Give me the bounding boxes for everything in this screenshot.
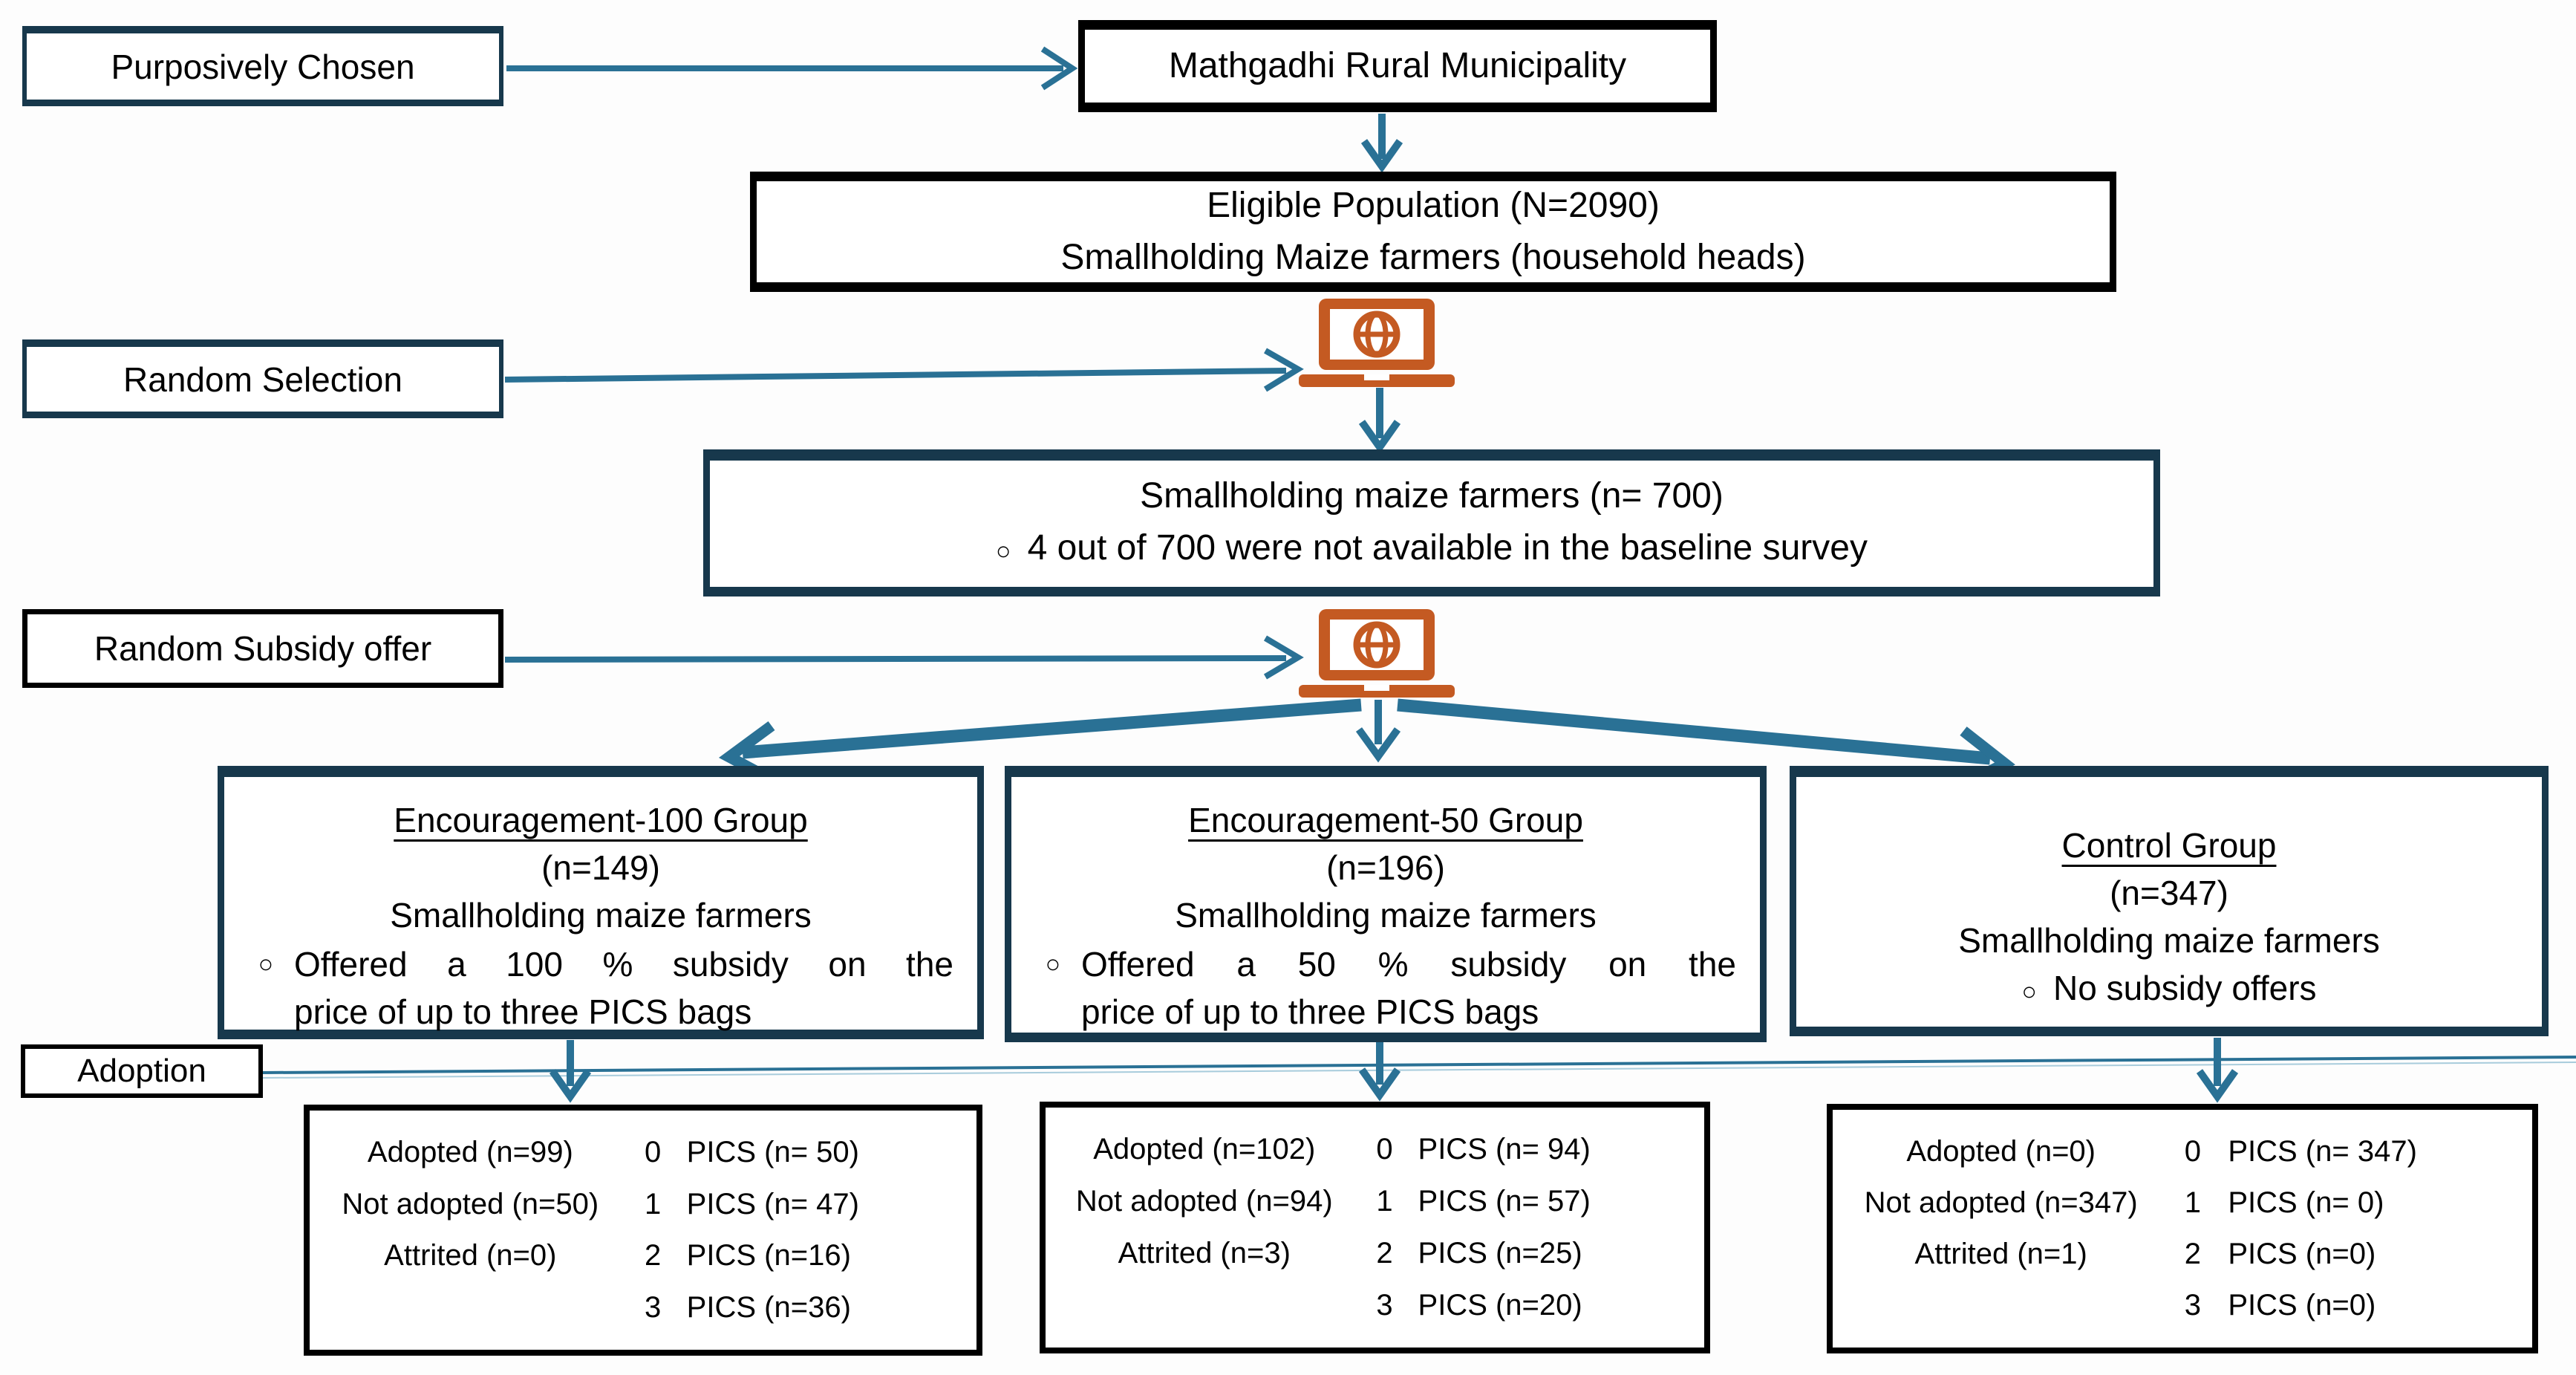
status-row: Adopted (n=99) xyxy=(367,1136,573,1169)
selected-sample-line1: Smallholding maize farmers (n= 700) xyxy=(1140,476,1724,516)
arrow-split-right xyxy=(1397,698,1991,765)
pics-label: PICS (n= 47) xyxy=(686,1187,859,1220)
laptop-globe-icon xyxy=(1299,299,1455,387)
group-n: (n=149) xyxy=(541,848,660,887)
pics-count: 2 xyxy=(2184,1238,2201,1270)
eligible-line2: Smallholding Maize farmers (household he… xyxy=(1060,238,1806,277)
pics-count: 1 xyxy=(645,1187,662,1220)
group-bullet-line1: Offered a 50 % subsidy on the xyxy=(1081,945,1736,984)
bullet-circle-icon: ○ xyxy=(1045,950,1061,978)
eligible-line1: Eligible Population (N=2090) xyxy=(1207,186,1660,225)
arrowhead-right-icon xyxy=(1040,46,1078,91)
pics-count: 0 xyxy=(2184,1135,2201,1168)
arrowhead-down-icon xyxy=(1355,727,1401,763)
pics-label: PICS (n= 0) xyxy=(2228,1186,2384,1219)
group-n: (n=196) xyxy=(1326,848,1445,887)
bullet-circle-icon: ○ xyxy=(258,950,274,978)
status-row: Not adopted (n=50) xyxy=(342,1187,599,1220)
group-bullet-line2: price of up to three PICS bags xyxy=(294,992,752,1031)
laptop-globe-icon xyxy=(1299,609,1455,698)
pics-count: 3 xyxy=(1376,1288,1393,1322)
group-bullet-line2: price of up to three PICS bags xyxy=(1081,992,1539,1031)
pics-label: PICS (n=20) xyxy=(1418,1288,1582,1322)
pics-label: PICS (n=0) xyxy=(2228,1289,2376,1322)
group-control: Control Group (n=347) Smallholding maize… xyxy=(1790,766,2549,1036)
random-subsidy-offer-label: Random Subsidy offer xyxy=(22,609,503,688)
arrowhead-down-icon xyxy=(1358,420,1401,454)
status-row: Attrited (n=1) xyxy=(1914,1238,2087,1270)
pics-count: 3 xyxy=(2184,1289,2201,1322)
group-bullet-text: No subsidy offers xyxy=(2053,969,2317,1007)
group-bullet-row: ○ Offered a 50 % subsidy on the price of… xyxy=(1025,940,1747,1036)
pics-label: PICS (n= 347) xyxy=(2228,1135,2417,1168)
group-title: Encouragement-50 Group xyxy=(1188,801,1583,839)
arrowhead-right-icon xyxy=(1263,635,1304,680)
group-bullet-row: ○ No subsidy offers xyxy=(1810,964,2528,1015)
group-title: Control Group xyxy=(2061,826,2277,865)
pics-label: PICS (n=36) xyxy=(686,1290,851,1324)
status-row: Adopted (n=102) xyxy=(1093,1133,1316,1166)
pics-count: 1 xyxy=(2184,1186,2201,1219)
selected-sample-bullet-row: ○ 4 out of 700 were not available in the… xyxy=(710,522,2153,577)
random-selection-label: Random Selection xyxy=(22,339,503,418)
group-encouragement-50: Encouragement-50 Group (n=196) Smallhold… xyxy=(1005,766,1767,1042)
arrow-random-subsidy xyxy=(504,655,1287,663)
adoption-line xyxy=(262,1056,2576,1074)
outcome-box-e50: Adopted (n=102) Not adopted (n=94) Attri… xyxy=(1040,1102,1710,1353)
purposively-chosen-text: Purposively Chosen xyxy=(111,47,415,86)
group-subtitle: Smallholding maize farmers xyxy=(1175,896,1597,934)
status-row: Not adopted (n=94) xyxy=(1075,1185,1333,1218)
arrow-random-selection xyxy=(504,368,1287,383)
group-bullet-row: ○ Offered a 100 % subsidy on the price o… xyxy=(238,940,964,1036)
adoption-text: Adoption xyxy=(77,1053,206,1089)
pics-count: 2 xyxy=(645,1239,662,1272)
status-row: Adopted (n=0) xyxy=(1906,1135,2096,1168)
selected-sample-node: Smallholding maize farmers (n= 700) ○ 4 … xyxy=(703,449,2160,597)
selected-sample-bullet-text: 4 out of 700 were not available in the b… xyxy=(1027,528,1868,568)
adoption-line-light xyxy=(262,1062,2576,1079)
status-row: Not adopted (n=347) xyxy=(1864,1186,2138,1219)
pics-count: 0 xyxy=(1376,1133,1393,1166)
status-row: Attrited (n=3) xyxy=(1118,1236,1291,1270)
arrowhead-down-icon xyxy=(2196,1069,2239,1103)
arrowhead-down-icon xyxy=(1360,139,1403,173)
purposively-chosen-label: Purposively Chosen xyxy=(22,26,503,106)
pics-label: PICS (n= 50) xyxy=(686,1136,859,1169)
status-row: Attrited (n=0) xyxy=(384,1239,557,1272)
bullet-circle-icon: ○ xyxy=(996,537,1011,565)
municipality-text: Mathgadhi Rural Municipality xyxy=(1168,46,1627,85)
eligible-population-node: Eligible Population (N=2090) Smallholdin… xyxy=(750,172,2116,292)
pics-label: PICS (n=0) xyxy=(2228,1238,2376,1270)
outcome-box-e100: Adopted (n=99) Not adopted (n=50) Attrit… xyxy=(304,1105,982,1356)
arrowhead-down-icon xyxy=(549,1069,592,1103)
arrow-split-left xyxy=(742,698,1362,759)
pics-count: 1 xyxy=(1376,1185,1393,1218)
adoption-label: Adoption xyxy=(21,1044,263,1098)
group-subtitle: Smallholding maize farmers xyxy=(1958,921,2380,960)
group-n: (n=347) xyxy=(2110,874,2228,912)
arrowhead-down-icon xyxy=(1358,1067,1401,1102)
group-bullet-line1: Offered a 100 % subsidy on the xyxy=(294,945,953,984)
group-subtitle: Smallholding maize farmers xyxy=(390,896,812,934)
group-title: Encouragement-100 Group xyxy=(394,801,808,839)
pics-label: PICS (n= 94) xyxy=(1418,1133,1591,1166)
pics-count: 3 xyxy=(645,1290,662,1324)
pics-label: PICS (n=25) xyxy=(1418,1236,1582,1270)
group-encouragement-100: Encouragement-100 Group (n=149) Smallhol… xyxy=(218,766,984,1039)
pics-label: PICS (n= 57) xyxy=(1418,1185,1591,1218)
pics-count: 2 xyxy=(1376,1236,1393,1270)
pics-label: PICS (n=16) xyxy=(686,1239,851,1272)
random-subsidy-offer-text: Random Subsidy offer xyxy=(94,629,432,668)
pics-count: 0 xyxy=(645,1136,662,1169)
random-selection-text: Random Selection xyxy=(123,360,402,399)
municipality-node: Mathgadhi Rural Municipality xyxy=(1078,20,1717,112)
bullet-circle-icon: ○ xyxy=(2021,978,2037,1006)
outcome-box-control: Adopted (n=0) Not adopted (n=347) Attrit… xyxy=(1827,1104,2538,1353)
arrowhead-right-icon xyxy=(1263,348,1304,392)
